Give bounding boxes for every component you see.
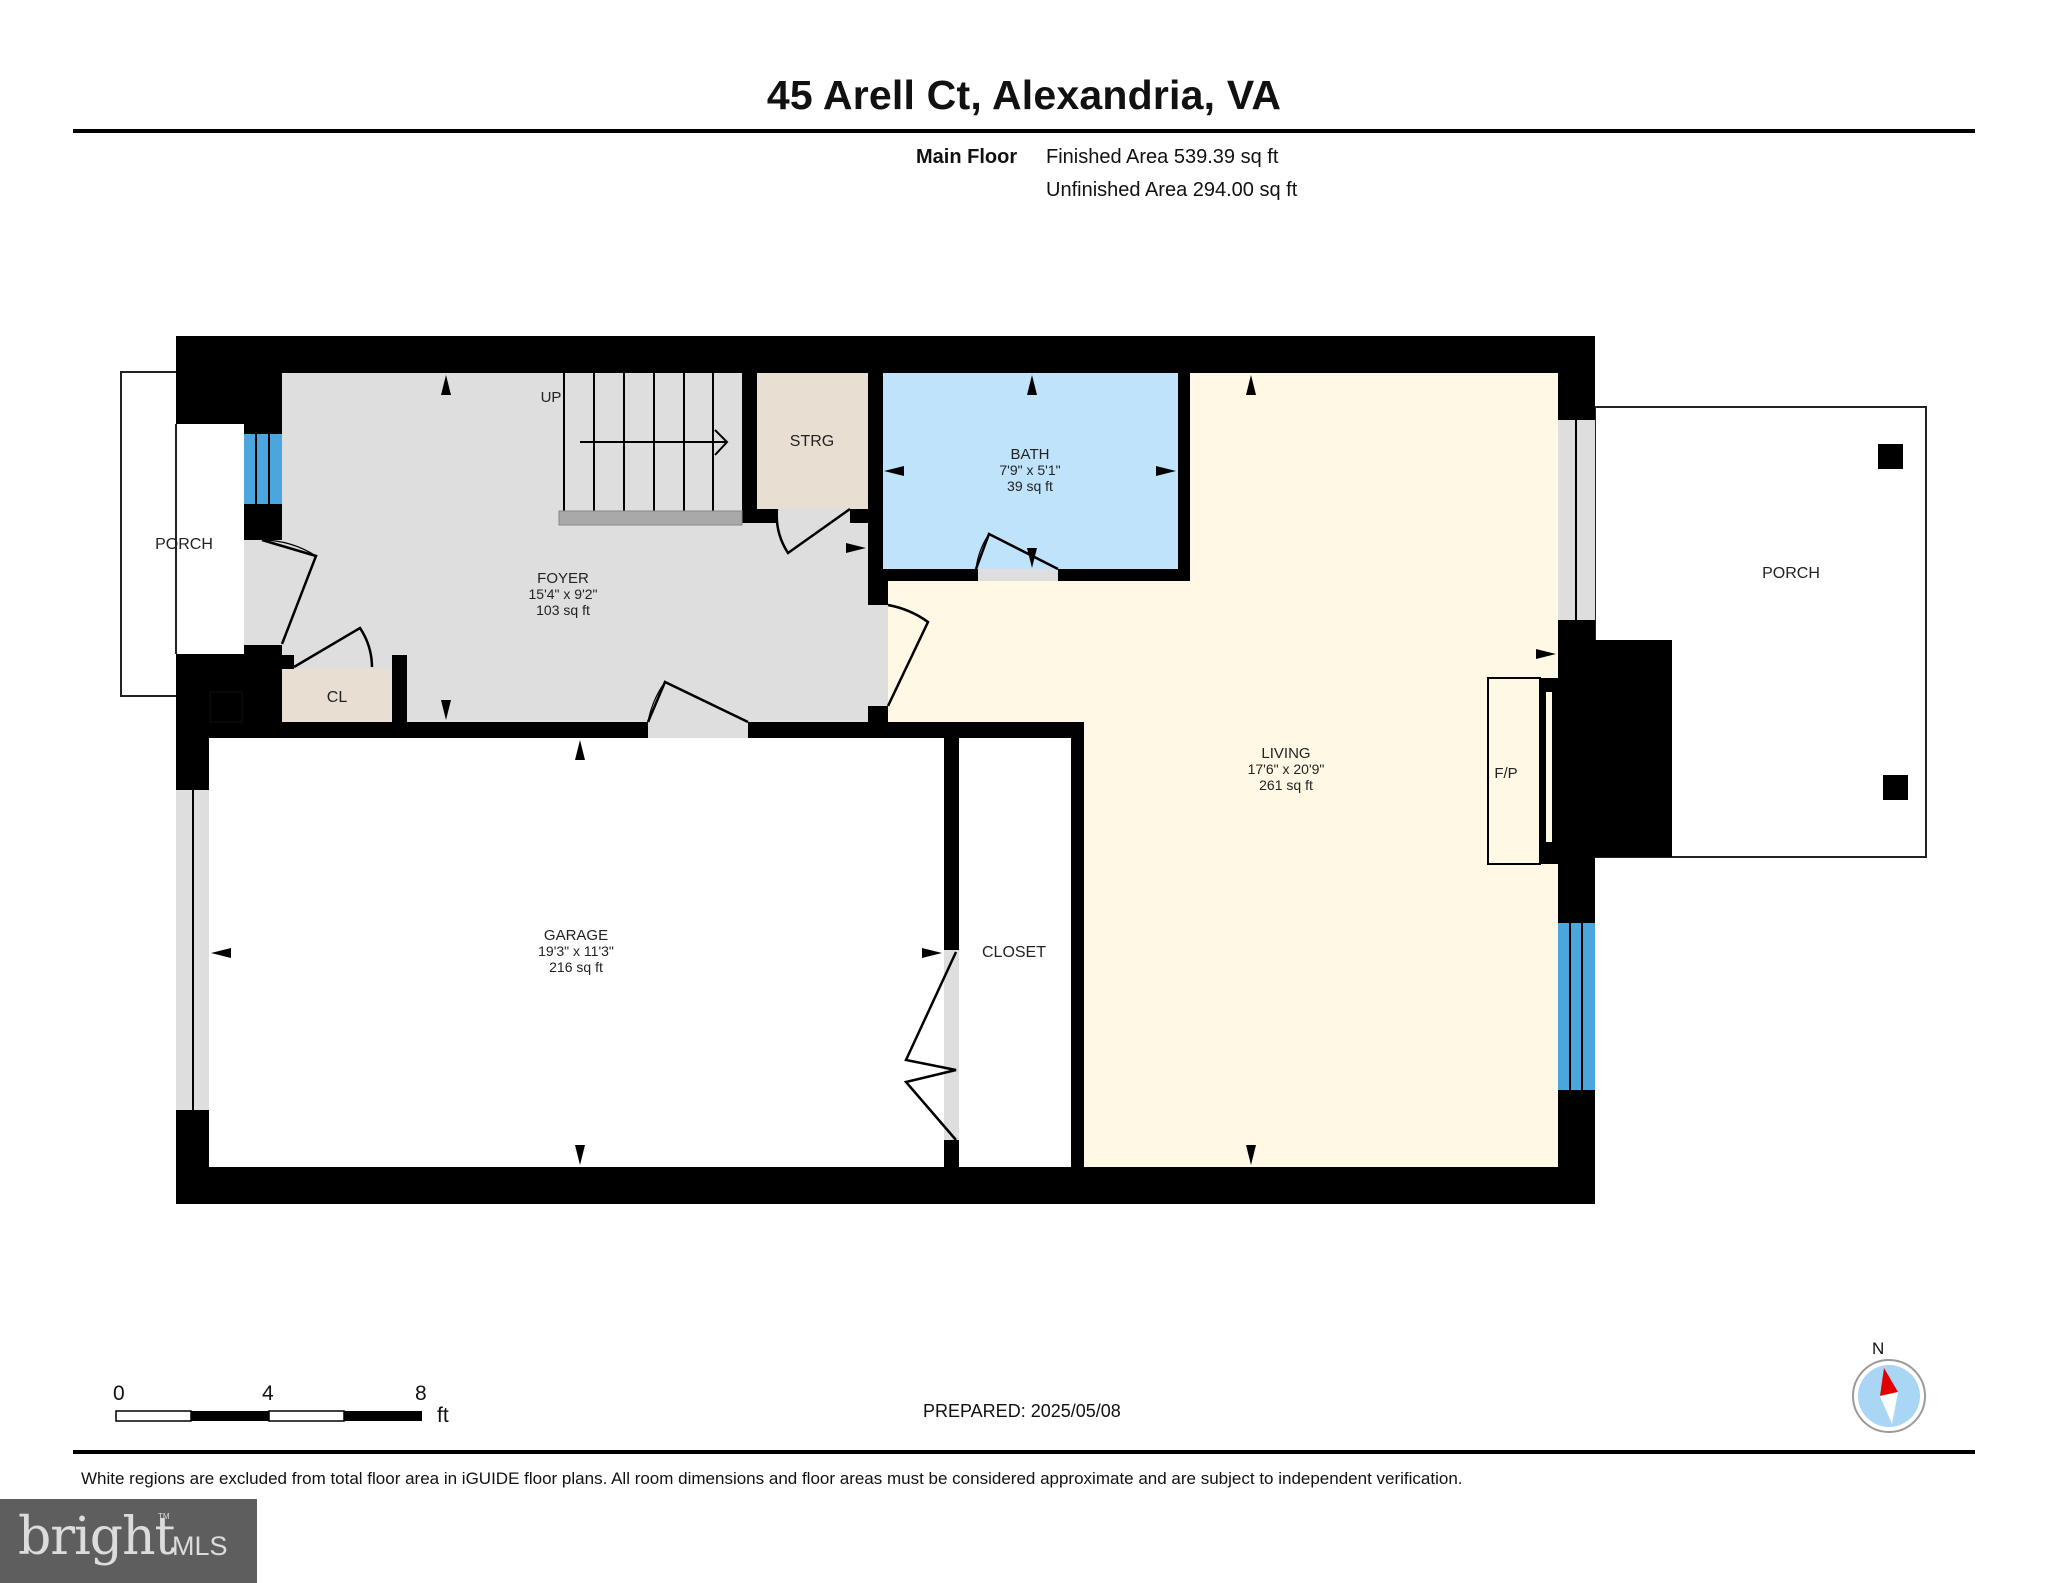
header-divider xyxy=(73,129,1975,133)
footer-divider xyxy=(73,1450,1975,1454)
logo-word: bright xyxy=(18,1507,175,1567)
fireplace-label: F/P xyxy=(1494,765,1517,782)
foyer-area: 103 sq ft xyxy=(536,602,590,618)
wall xyxy=(850,509,868,523)
porch-post xyxy=(1878,444,1903,469)
cl-door-opening xyxy=(294,655,392,669)
foyer-dims: 15'4" x 9'2" xyxy=(529,586,598,602)
wall xyxy=(868,569,888,605)
scale-tick-8: 8 xyxy=(415,1382,427,1405)
wall xyxy=(282,655,294,669)
wall xyxy=(1071,723,1084,1167)
window-left xyxy=(244,434,282,504)
finished-area: Finished Area 539.39 sq ft xyxy=(1046,146,1279,168)
stair-landing xyxy=(558,510,743,526)
wall xyxy=(742,509,777,523)
porch-post xyxy=(1883,775,1908,800)
door-swings xyxy=(261,507,1059,1141)
bath-name: BATH xyxy=(1011,446,1050,463)
cl-label: CL xyxy=(327,689,348,706)
cl-floor xyxy=(282,669,392,722)
garage-dims: 19'3" x 11'3" xyxy=(538,943,614,959)
disclaimer: White regions are excluded from total fl… xyxy=(81,1469,1463,1488)
living-dims: 17'6" x 20'9" xyxy=(1248,761,1325,777)
garage-area: 216 sq ft xyxy=(549,959,603,975)
bath-door-opening xyxy=(978,569,1058,581)
prepared-date: PREPARED: 2025/05/08 xyxy=(923,1401,1121,1421)
window-right xyxy=(1558,923,1595,1090)
compass-north-label: N xyxy=(1872,1339,1885,1358)
porch-left-outline xyxy=(120,371,182,697)
living-area: 261 sq ft xyxy=(1259,777,1313,793)
storage-floor xyxy=(757,373,867,509)
closet-door-opening xyxy=(944,950,959,1140)
closet-floor xyxy=(959,738,1071,1167)
wall xyxy=(1058,569,1190,581)
garage-name: GARAGE xyxy=(544,927,608,944)
bath-dims: 7'9" x 5'1" xyxy=(999,462,1060,478)
living-door-opening xyxy=(868,605,888,706)
chimney xyxy=(1595,640,1672,857)
wall xyxy=(868,373,883,569)
scale-tick-4: 4 xyxy=(262,1382,274,1405)
garage-door-opening xyxy=(648,722,748,738)
wall xyxy=(209,722,1084,738)
floor-label: Main Floor xyxy=(916,146,1018,168)
wall xyxy=(1178,373,1190,581)
scale-tick-0: 0 xyxy=(113,1382,125,1405)
wall xyxy=(392,655,407,722)
scale-bar xyxy=(115,1410,422,1422)
porch-left-label: PORCH xyxy=(155,536,213,553)
staircase xyxy=(558,373,743,526)
storage-label: STRG xyxy=(790,433,834,450)
fireplace-hearth xyxy=(1487,677,1541,865)
logo-tm: TM xyxy=(158,1512,170,1521)
storage-door-opening xyxy=(777,509,850,523)
compass-icon xyxy=(1852,1359,1926,1433)
unfinished-area: Unfinished Area 294.00 sq ft xyxy=(1046,179,1298,201)
scale-unit: ft xyxy=(437,1404,449,1427)
bath-floor xyxy=(883,373,1178,569)
wall xyxy=(868,569,978,581)
foyer-name: FOYER xyxy=(537,570,589,587)
front-door-opening xyxy=(244,540,284,645)
dimension-markers xyxy=(211,375,1556,1165)
porch-right-label: PORCH xyxy=(1762,565,1820,582)
bright-mls-logo: bright TM MLS xyxy=(0,1499,257,1583)
stairs-up-label: UP xyxy=(541,389,562,406)
page-title: 45 Arell Ct, Alexandria, VA xyxy=(766,72,1282,118)
living-floor xyxy=(888,373,1558,1167)
closet-label: CLOSET xyxy=(982,944,1046,961)
wall xyxy=(742,373,757,523)
bath-area: 39 sq ft xyxy=(1007,478,1053,494)
logo-mls: MLS xyxy=(172,1531,228,1561)
garage-floor xyxy=(209,738,944,1167)
living-name: LIVING xyxy=(1261,745,1310,762)
